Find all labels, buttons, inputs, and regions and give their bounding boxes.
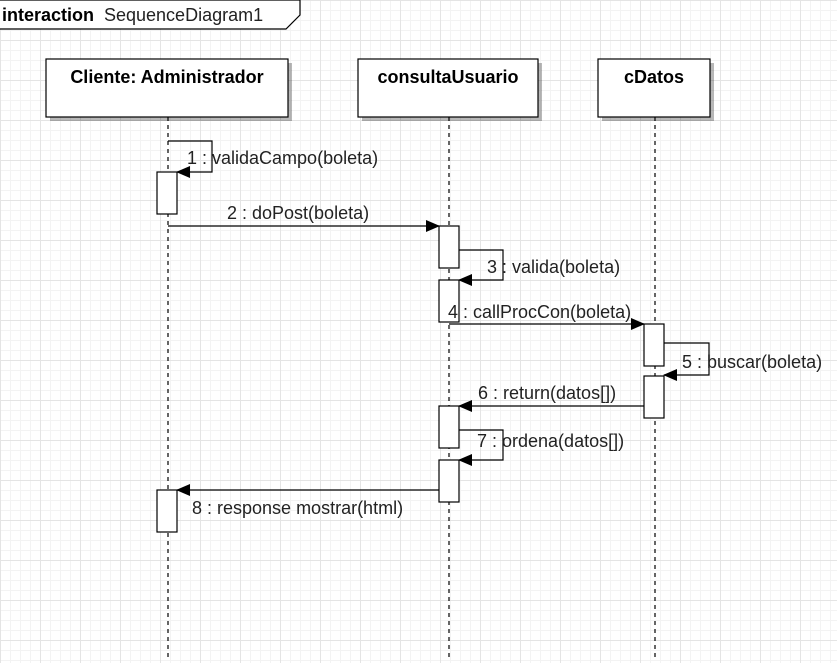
message-2[interactable]: 2 : doPost(boleta) xyxy=(168,203,440,232)
message-8[interactable]: 8 : response mostrar(html) xyxy=(176,484,439,518)
message-3-label: 3 : valida(boleta) xyxy=(487,257,620,277)
lifeline-title-cliente: Cliente: Administrador xyxy=(70,67,263,87)
message-5-label: 5 : buscar(boleta) xyxy=(682,352,822,372)
lifeline-head-cliente[interactable]: Cliente: Administrador xyxy=(45,58,292,121)
frame-keyword: interaction xyxy=(2,5,94,25)
message-7[interactable]: 7 : ordena(datos[]) xyxy=(458,429,624,466)
message-5-arrow xyxy=(663,342,710,381)
lifeline-title-consulta: consultaUsuario xyxy=(377,67,518,87)
message-7-label: 7 : ordena(datos[]) xyxy=(477,431,624,451)
message-1[interactable]: 1 : validaCampo(boleta) xyxy=(168,140,378,178)
message-4[interactable]: 4 : callProcCon(boleta) xyxy=(448,302,645,330)
message-3-arrow xyxy=(458,249,504,286)
activation-consulta-1 xyxy=(438,225,460,269)
message-5[interactable]: 5 : buscar(boleta) xyxy=(663,342,822,381)
activation-consulta-3 xyxy=(438,405,460,449)
message-1-arrow xyxy=(168,140,213,178)
activation-consulta-4 xyxy=(438,459,460,503)
frame-name: SequenceDiagram1 xyxy=(104,5,263,25)
activation-cdatos-1 xyxy=(643,323,665,367)
activation-cdatos-2 xyxy=(643,375,665,419)
message-2-label: 2 : doPost(boleta) xyxy=(227,203,369,223)
interaction-frame: interaction SequenceDiagram1 xyxy=(0,0,301,30)
message-4-label: 4 : callProcCon(boleta) xyxy=(448,302,631,322)
lifeline-head-consulta[interactable]: consultaUsuario xyxy=(357,58,542,121)
lifeline-head-cdatos[interactable]: cDatos xyxy=(597,58,714,121)
activation-cliente-2 xyxy=(156,489,178,533)
activation-consulta-2 xyxy=(438,279,460,323)
message-7-arrow xyxy=(458,429,504,466)
lifeline-title-cdatos: cDatos xyxy=(624,67,684,87)
message-8-label: 8 : response mostrar(html) xyxy=(192,498,403,518)
message-3[interactable]: 3 : valida(boleta) xyxy=(458,249,620,286)
activation-cliente-1 xyxy=(156,171,178,215)
message-1-label: 1 : validaCampo(boleta) xyxy=(187,148,378,168)
message-6-label: 6 : return(datos[]) xyxy=(478,383,616,403)
message-6[interactable]: 6 : return(datos[]) xyxy=(458,383,644,412)
